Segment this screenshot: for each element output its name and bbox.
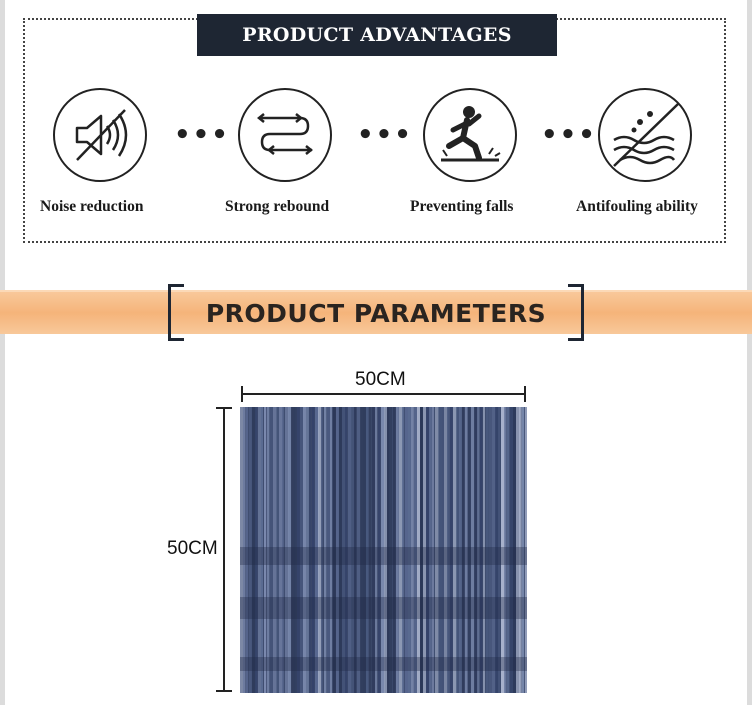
advantage-label-noise: Noise reduction: [40, 198, 144, 215]
carpet-tile-image: [240, 407, 527, 693]
width-dimension-cap-left: [241, 386, 243, 402]
separator-dots-1: •••: [174, 120, 230, 150]
parameters-title: PRODUCT PARAMETERS: [205, 298, 547, 328]
separator-dots-3: •••: [541, 120, 597, 150]
height-dimension-cap-bottom: [216, 690, 232, 692]
right-bracket: [568, 284, 584, 341]
advantage-label-antifouling: Antifouling ability: [576, 198, 698, 215]
separator-dots-2: •••: [357, 120, 413, 150]
width-dimension-cap-right: [524, 386, 526, 402]
width-dimension-label: 50CM: [355, 369, 406, 390]
width-dimension-line: [241, 393, 526, 395]
height-dimension-label: 50CM: [167, 538, 218, 559]
height-dimension-line: [223, 408, 225, 692]
strong-rebound-icon: [238, 88, 332, 182]
antifouling-icon: [598, 88, 692, 182]
left-edge: [0, 0, 5, 705]
preventing-falls-icon: [423, 88, 517, 182]
height-dimension-cap-top: [216, 407, 232, 409]
parameters-band: [0, 292, 752, 334]
right-edge: [747, 0, 752, 705]
left-bracket: [168, 284, 184, 341]
noise-reduction-icon: [53, 88, 147, 182]
advantage-label-rebound: Strong rebound: [225, 198, 330, 215]
advantage-label-falls: Preventing falls: [410, 198, 514, 215]
advantages-title: PRODUCT ADVANTAGES: [197, 14, 557, 56]
